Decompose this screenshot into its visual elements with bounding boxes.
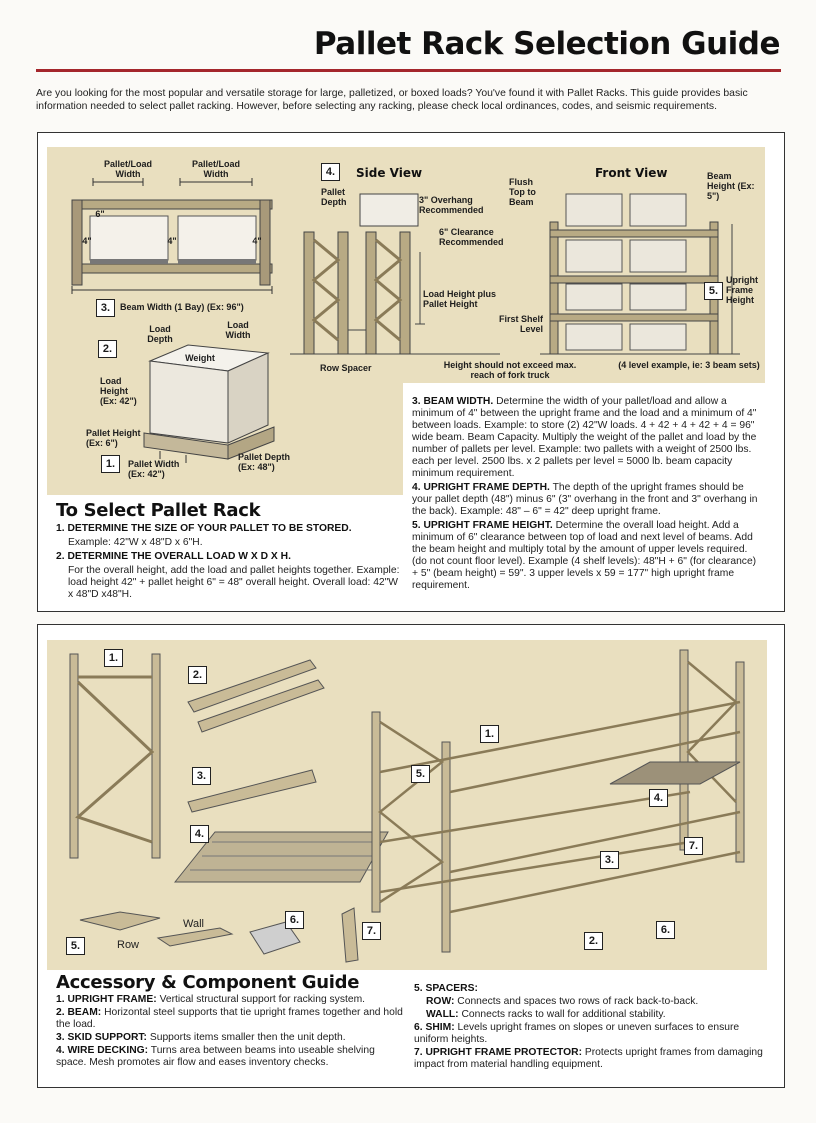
load-height-label: Load Height (Ex: 42") [100, 376, 137, 406]
accessory-list-right: 5. SPACERS: ROW: Connects and spaces two… [414, 983, 764, 1072]
pallet-load-width-label-a: Pallet/Load Width [103, 159, 152, 179]
pallet-width-label: Pallet Width (Ex: 42") [128, 459, 180, 479]
callout-4: 4. [649, 789, 668, 807]
select-steps-right: 3. BEAM WIDTH. Determine the width of yo… [412, 396, 764, 594]
part-number-1: 1. [104, 649, 123, 667]
item3-heading: 3. SKID SUPPORT: [56, 1032, 147, 1043]
side-view-diagram [290, 193, 500, 355]
item1-heading: 1. UPRIGHT FRAME: [56, 994, 157, 1005]
wall-spacer-label: Wall [183, 918, 204, 930]
part-number-2: 2. [188, 666, 207, 684]
select-steps-left: 1. DETERMINE THE SIZE OF YOUR PALLET TO … [56, 523, 406, 603]
step-number-3: 3. [96, 299, 115, 317]
item2-body: Horizontal steel supports that tie uprig… [56, 1007, 403, 1030]
step-number-2: 2. [98, 340, 117, 358]
step2-body: For the overall height, add the load and… [68, 565, 400, 600]
load-depth-label: Load Depth [147, 324, 173, 344]
pallet-depth-label: Pallet Depth (Ex: 48") [238, 452, 291, 472]
step-number-5: 5. [704, 282, 723, 300]
step4-heading: 4. UPRIGHT FRAME DEPTH. [412, 482, 550, 493]
pallet-load-diagram [143, 344, 275, 463]
item5-wall-body: Connects racks to wall for additional st… [461, 1009, 666, 1020]
components-background [47, 640, 767, 970]
part-number-5: 5. [66, 937, 85, 955]
title-rule [36, 69, 781, 72]
callout-7: 7. [684, 837, 703, 855]
step4-body: The depth of the upright frames should b… [412, 482, 758, 517]
step-number-1: 1. [101, 455, 120, 473]
four-inch-label-a: 4" [82, 236, 92, 246]
item5-row-body: Connects and spaces two rows of rack bac… [457, 996, 699, 1007]
load-height-plus-label: Load Height plus Pallet Height [423, 289, 496, 309]
example-label: (4 level example, ie: 3 beam sets) [618, 360, 760, 370]
part-number-3: 3. [192, 767, 211, 785]
item5-wall-heading: WALL: [426, 1009, 459, 1020]
step5-body: Determine the overall load height. Add a… [412, 520, 757, 591]
item1-body: Vertical structural support for racking … [159, 994, 366, 1005]
beam-width-diagram [71, 178, 273, 294]
step1-body: Example: 42"W x 48"D x 6"H. [68, 537, 203, 548]
load-width-label: Load Width [225, 320, 251, 340]
item5-row-heading: ROW: [426, 996, 455, 1007]
weight-label: Weight [185, 353, 215, 363]
intro-paragraph: Are you looking for the most popular and… [36, 88, 748, 112]
item4-body: Turns area between beams into useable sh… [56, 1045, 375, 1068]
front-view-title: Front View [595, 166, 668, 180]
flush-label: Flush Top to Beam [509, 177, 536, 207]
callout-3: 3. [600, 851, 619, 869]
front-view-diagram [540, 193, 740, 355]
upright-frame-height-label: Upright Frame Height [726, 275, 758, 305]
four-inch-label-b: 4" [167, 236, 177, 246]
step-number-4: 4. [321, 163, 340, 181]
callout-1: 1. [480, 725, 499, 743]
item6-body: Levels upright frames on slopes or uneve… [414, 1022, 740, 1045]
four-inch-label-c: 4" [252, 236, 262, 246]
item6-heading: 6. SHIM: [414, 1022, 455, 1033]
pallet-depth-side-label: Pallet Depth [321, 187, 347, 207]
components-illustration [69, 649, 745, 963]
select-title: To Select Pallet Rack [56, 500, 261, 521]
item2-heading: 2. BEAM: [56, 1007, 102, 1018]
accessory-title: Accessory & Component Guide [56, 972, 360, 993]
pallet-load-width-label-b: Pallet/Load Width [191, 159, 240, 179]
step1-heading: 1. DETERMINE THE SIZE OF YOUR PALLET TO … [56, 523, 352, 534]
step3-body: Determine the width of your pallet/load … [412, 396, 757, 479]
step2-heading: 2. DETERMINE THE OVERALL LOAD W X D X H. [56, 551, 291, 562]
side-view-title: Side View [356, 166, 423, 180]
part-number-4: 4. [190, 825, 209, 843]
height-note-label: Height should not exceed max. reach of f… [443, 360, 577, 380]
item4-heading: 4. WIRE DECKING: [56, 1045, 149, 1056]
page-title: Pallet Rack Selection Guide [313, 26, 781, 62]
accessory-list-left: 1. UPRIGHT FRAME: Vertical structural su… [56, 994, 406, 1070]
item5-heading: 5. SPACERS: [414, 983, 478, 994]
part-number-6: 6. [285, 911, 304, 929]
beam-height-label: Beam Height (Ex: 5") [707, 171, 755, 201]
item7-heading: 7. UPRIGHT FRAME PROTECTOR: [414, 1047, 582, 1058]
item3-body: Supports items smaller then the unit dep… [149, 1032, 346, 1043]
first-shelf-label: First Shelf Level [498, 314, 543, 334]
overhang-label: 3" Overhang Recommended [419, 195, 484, 215]
part-number-7: 7. [362, 922, 381, 940]
callout-6: 6. [656, 921, 675, 939]
step5-heading: 5. UPRIGHT FRAME HEIGHT. [412, 520, 553, 531]
clearance-label: 6" Clearance Recommended [439, 227, 504, 247]
callout-5: 5. [411, 765, 430, 783]
six-inch-label: 6" [95, 209, 105, 219]
pallet-height-label: Pallet Height (Ex: 6") [86, 428, 141, 448]
callout-2: 2. [584, 932, 603, 950]
row-spacer-label: Row Spacer [320, 363, 372, 373]
item7-body: Protects upright frames from damaging im… [414, 1047, 763, 1070]
beam-width-label: Beam Width (1 Bay) (Ex: 96") [120, 302, 244, 312]
row-spacer-part-label: Row [117, 939, 140, 951]
step3-heading: 3. BEAM WIDTH. [412, 396, 494, 407]
